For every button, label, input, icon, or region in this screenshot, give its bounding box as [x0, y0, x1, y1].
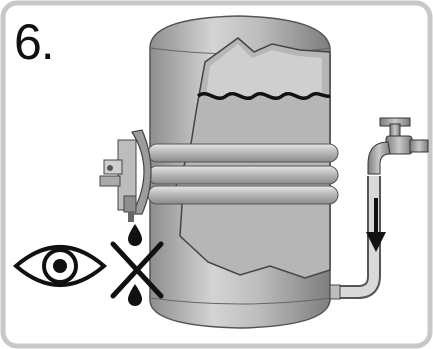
heating-element: [147, 143, 339, 205]
eye-icon: [12, 245, 108, 287]
down-arrow-icon: [366, 198, 386, 252]
flange-assembly: [99, 129, 152, 222]
cross-mark-icon: [110, 241, 164, 299]
faucet-icon: [367, 117, 429, 175]
step-number: 6.: [14, 14, 55, 70]
water-level-line: [196, 92, 331, 100]
water-drop-icon: [128, 224, 142, 306]
drain-hose: [329, 176, 381, 300]
